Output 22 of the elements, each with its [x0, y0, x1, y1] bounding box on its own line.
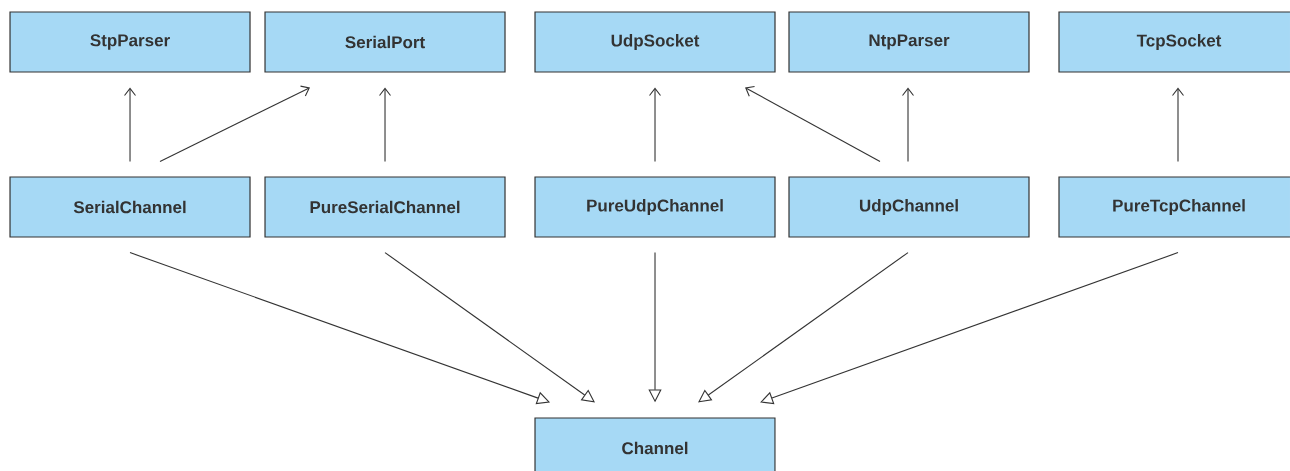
class-box: PureTcpChannel: [1058, 176, 1290, 238]
arrow: [760, 252, 1179, 405]
arrow: [378, 87, 392, 162]
arrow: [901, 87, 915, 162]
class-box: TcpSocket: [1058, 11, 1290, 73]
arrow: [129, 252, 550, 405]
arrow: [698, 252, 909, 403]
arrow: [648, 87, 662, 162]
class-box: StpParser: [9, 11, 251, 73]
class-box: SerialChannel: [9, 176, 251, 238]
arrow: [384, 252, 595, 403]
class-box: PureUdpChannel: [534, 176, 776, 238]
class-box: PureSerialChannel: [264, 176, 506, 238]
arrow: [159, 85, 310, 162]
arrow: [745, 86, 881, 162]
class-box: NtpParser: [788, 11, 1030, 73]
arrow: [123, 87, 137, 162]
class-box: Channel: [534, 417, 776, 471]
class-box: SerialPort: [264, 11, 506, 73]
class-box: UdpChannel: [788, 176, 1030, 238]
class-box: UdpSocket: [534, 11, 776, 73]
arrow: [1171, 87, 1185, 162]
